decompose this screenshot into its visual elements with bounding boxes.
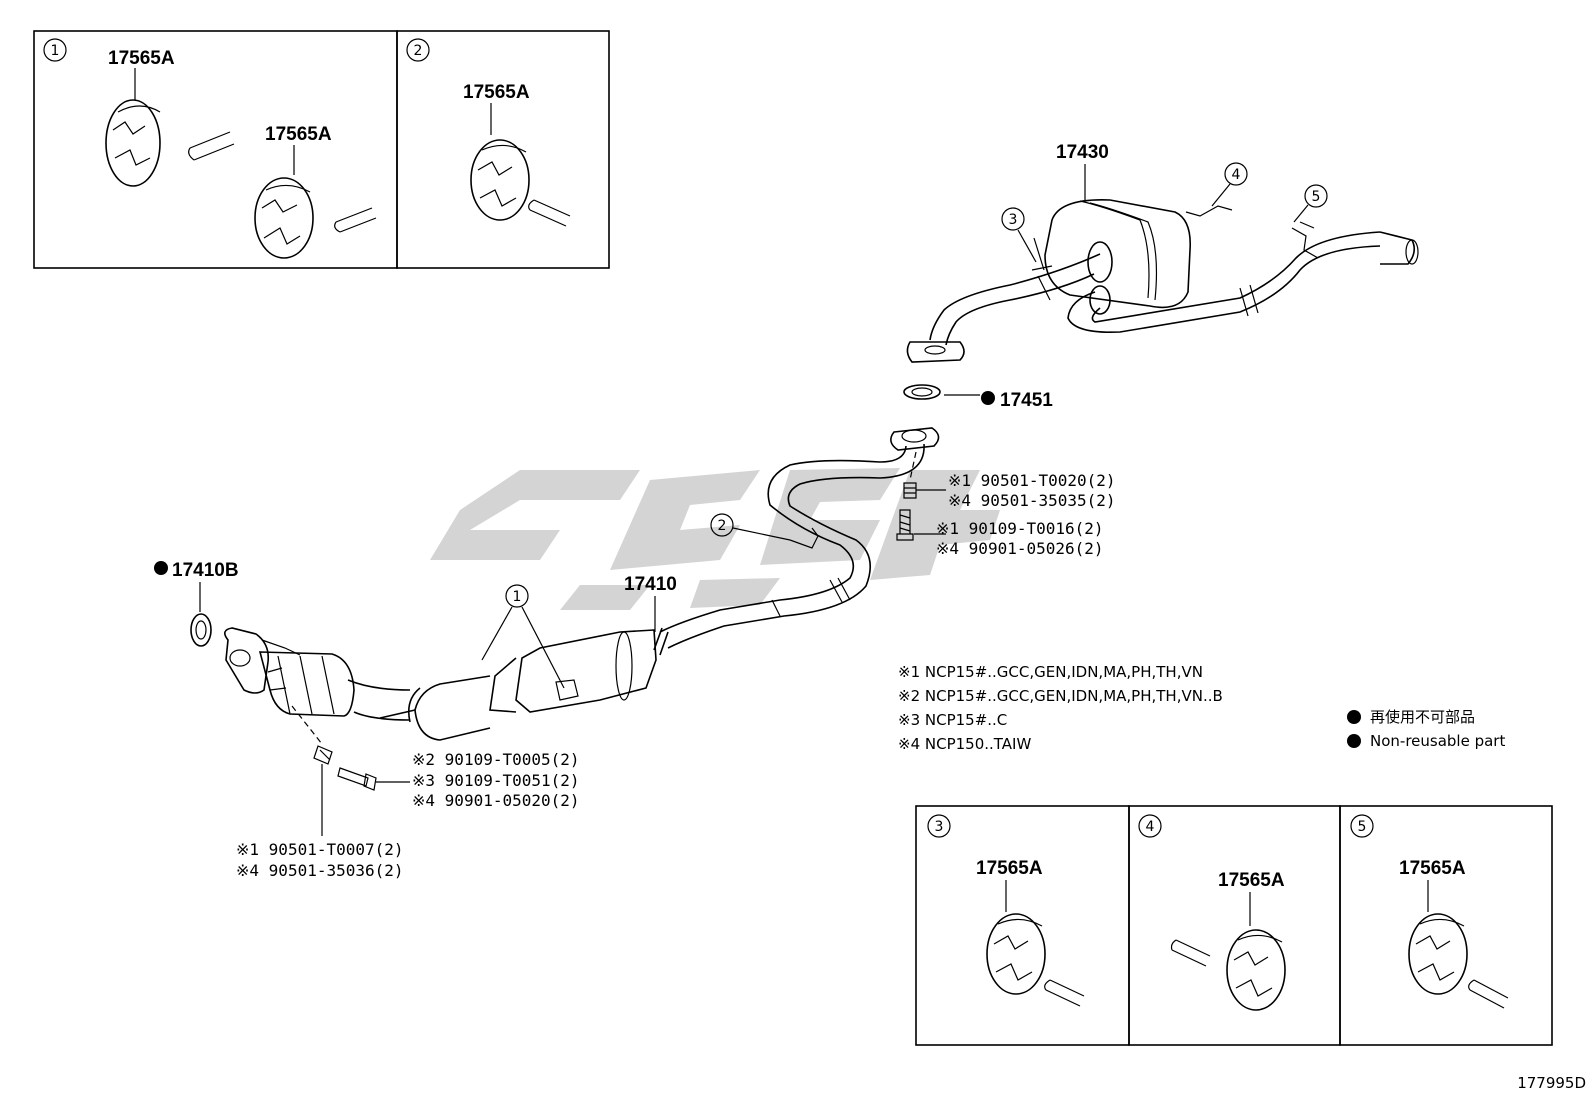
part-17451: 17451: [1000, 390, 1053, 411]
part-17410B: 17410B: [172, 560, 239, 581]
inset-box-5: 5 17565A: [1339, 805, 1553, 1046]
label-lower-bolt-3: ※3 90109-T0051(2): [412, 771, 580, 790]
legend-dot-jp: [1347, 710, 1361, 724]
callout-2-front-pipe: 2: [710, 513, 819, 549]
note-4: ※4 NCP150..TAIW: [898, 735, 1031, 753]
part-17410: 17410: [624, 574, 677, 595]
svg-text:4: 4: [1232, 167, 1241, 183]
callout-5-muffler: 5: [1293, 184, 1328, 223]
callout-4-muffler: 4: [1211, 162, 1248, 207]
legend-dot-en: [1347, 734, 1361, 748]
inset-box-1: 1 17565A 17565A: [33, 30, 398, 269]
part-17565A-box4: 17565A: [1218, 870, 1285, 891]
non-reusable-dot-17410B: [154, 561, 168, 575]
inset-box-4: 4 17565A: [1128, 805, 1341, 1046]
gasket-17451: 17451: [903, 384, 1053, 411]
front-pipe-label: 17410: [624, 574, 677, 632]
part-17565A-box2: 17565A: [463, 82, 530, 103]
svg-text:1: 1: [513, 589, 522, 605]
label-lower-bolt-2: ※2 90109-T0005(2): [412, 750, 580, 769]
note-3: ※3 NCP15#..C: [898, 711, 1007, 729]
front-pipe-assembly: [224, 427, 940, 741]
svg-text:3: 3: [935, 819, 944, 835]
muffler-assembly: 17430: [906, 142, 1419, 363]
inset-box-3: 3 17565A: [915, 805, 1130, 1046]
label-lower-nut-1: ※1 90501-T0007(2): [236, 840, 404, 859]
legend-en: Non-reusable part: [1370, 732, 1505, 750]
label-upper-nut-4: ※4 90501-35035(2): [948, 491, 1116, 510]
gasket-17410B: 17410B: [154, 560, 239, 647]
note-1: ※1 NCP15#..GCC,GEN,IDN,MA,PH,TH,VN: [898, 663, 1203, 681]
callout-1-label: 1: [51, 43, 60, 59]
non-reusable-dot-17451: [981, 391, 995, 405]
svg-text:5: 5: [1358, 819, 1367, 835]
label-upper-nut-1: ※1 90501-T0020(2): [948, 471, 1116, 490]
upper-fasteners: ※1 90501-T0020(2) ※4 90501-35035(2) ※1 9…: [896, 451, 1116, 558]
callout-2-label: 2: [414, 43, 423, 59]
lower-fasteners: ※2 90109-T0005(2) ※3 90109-T0051(2) ※4 9…: [236, 705, 580, 880]
part-17565A-box1-b: 17565A: [265, 124, 332, 145]
label-lower-nut-4: ※4 90501-35036(2): [236, 861, 404, 880]
inset-box-2: 2 17565A: [396, 30, 610, 269]
diagram-code: 177995D: [1517, 1074, 1586, 1092]
svg-text:4: 4: [1146, 819, 1155, 835]
svg-text:3: 3: [1009, 212, 1018, 228]
legend-jp: 再使用不可部品: [1370, 708, 1475, 726]
label-lower-bolt-4: ※4 90901-05020(2): [412, 791, 580, 810]
label-upper-bolt-1: ※1 90109-T0016(2): [936, 519, 1104, 538]
svg-text:5: 5: [1312, 189, 1321, 205]
callout-1-front-pipe: 1: [481, 584, 565, 689]
part-17565A-box1-a: 17565A: [108, 48, 175, 69]
callout-3-muffler: 3: [1001, 207, 1037, 263]
part-17430: 17430: [1056, 142, 1109, 163]
watermark-logo: [430, 468, 1000, 610]
legend: 再使用不可部品 Non-reusable part: [1347, 708, 1505, 750]
note-2: ※2 NCP15#..GCC,GEN,IDN,MA,PH,TH,VN..B: [898, 687, 1223, 705]
label-upper-bolt-4: ※4 90901-05026(2): [936, 539, 1104, 558]
applicability-notes: ※1 NCP15#..GCC,GEN,IDN,MA,PH,TH,VN ※2 NC…: [898, 663, 1223, 753]
part-17565A-box5: 17565A: [1399, 858, 1466, 879]
part-17565A-box3: 17565A: [976, 858, 1043, 879]
svg-text:2: 2: [718, 518, 727, 534]
